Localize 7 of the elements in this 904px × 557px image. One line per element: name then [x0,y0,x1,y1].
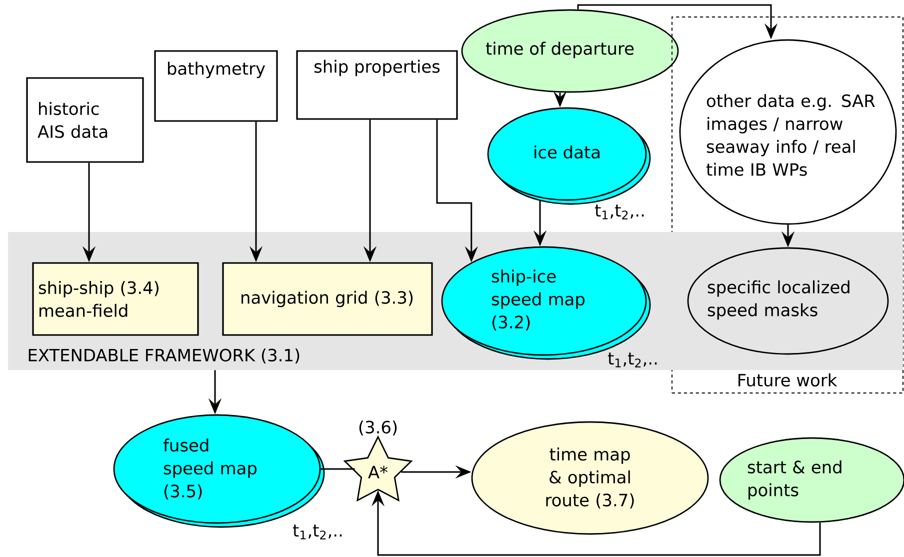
process-box: ship-ship (3.4) mean-field [32,262,199,336]
input-box: ship properties [296,50,458,120]
time-steps-label: t$_{1}$,t$_{2}$,.. [595,204,644,220]
step-label: (3.6) [359,420,397,436]
process-box: navigation grid (3.3) [222,262,433,336]
input-box: historic AIS data [26,77,144,163]
input-box: bathymetry [154,50,278,122]
